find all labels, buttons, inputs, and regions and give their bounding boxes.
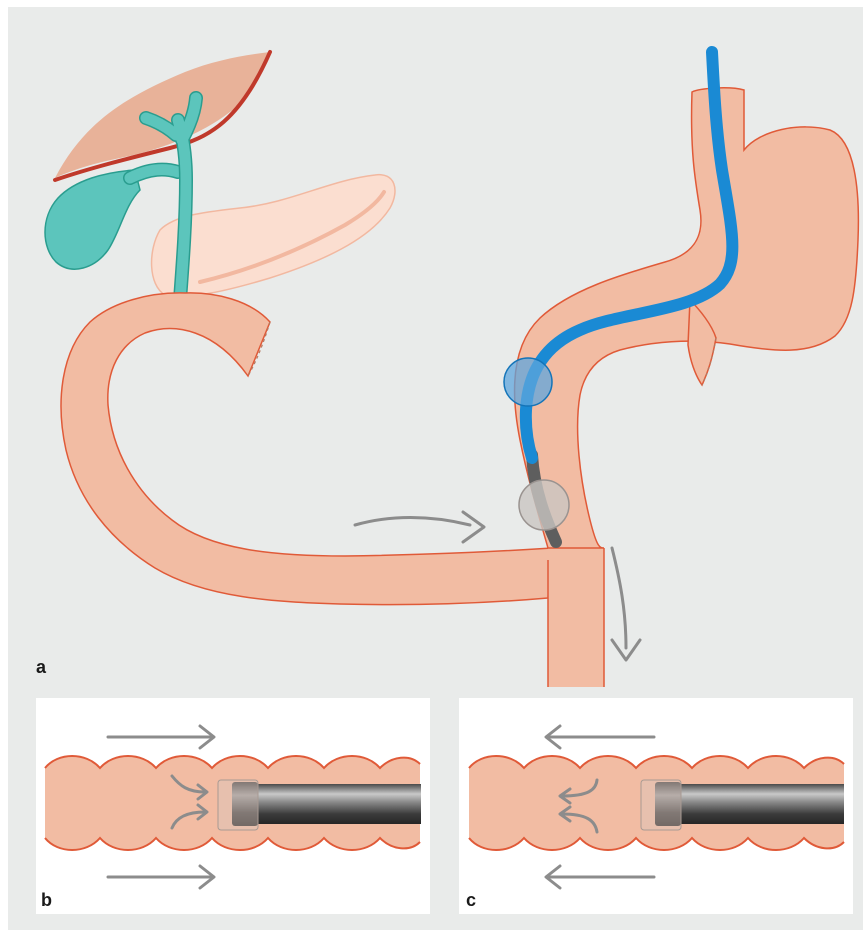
panel-b-label: b <box>41 890 52 910</box>
panel-c-label: c <box>466 890 476 910</box>
panel-c: c <box>459 698 853 914</box>
balloon-icon <box>519 480 569 530</box>
panel-a: a <box>8 7 863 687</box>
transparent-cap <box>641 780 681 830</box>
panel-b: b <box>36 698 430 914</box>
endoscope-shaft <box>678 784 844 824</box>
panel-a-label: a <box>36 657 47 677</box>
balloon-icon <box>504 358 552 406</box>
endoscope-shaft <box>255 784 421 824</box>
transparent-cap <box>218 780 258 830</box>
jejunum-descending <box>548 548 604 687</box>
